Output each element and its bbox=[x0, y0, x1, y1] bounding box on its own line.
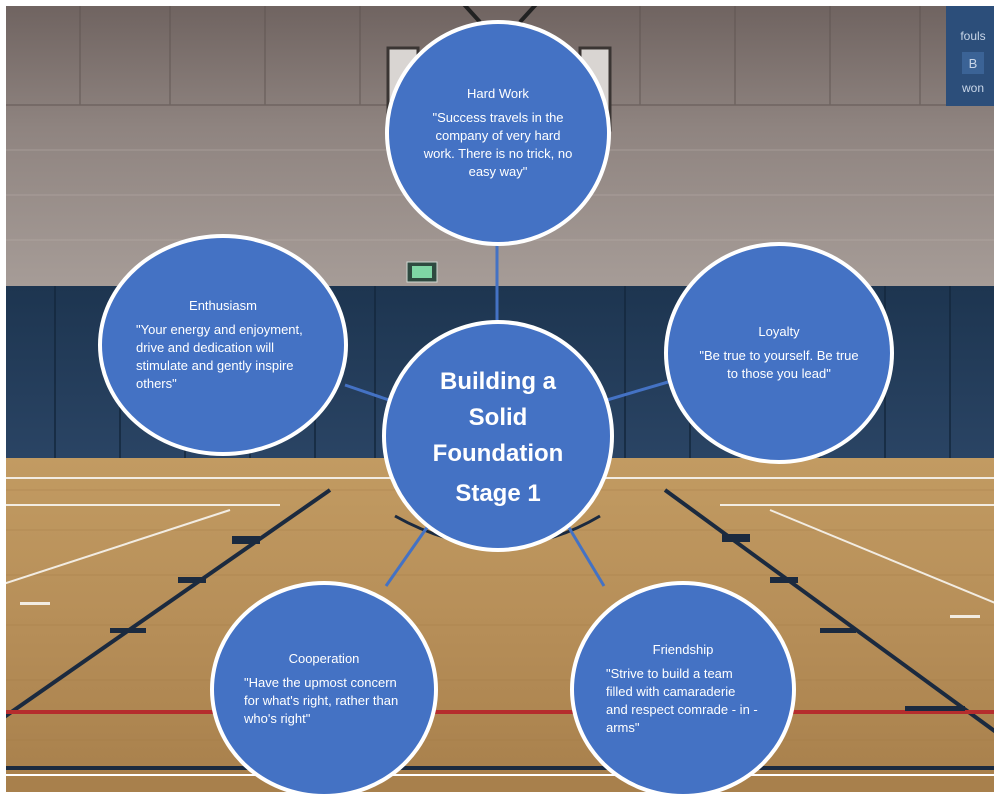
node-enthusiasm-quote: "Your energy and enjoyment, drive and de… bbox=[136, 321, 303, 391]
scoreboard-text-won: won bbox=[961, 81, 984, 95]
scoreboard: fouls B won bbox=[946, 6, 1000, 106]
node-friendship: Friendship "Strive to build a team fille… bbox=[570, 581, 796, 798]
node-hard-work-quote: "Success travels in the company of very … bbox=[423, 109, 573, 179]
connector-cooperation bbox=[384, 525, 430, 587]
node-cooperation-title: Cooperation bbox=[288, 651, 360, 666]
court-lines bbox=[0, 477, 1000, 776]
node-cooperation-quote: "Have the upmost concern for what's righ… bbox=[244, 675, 399, 726]
connector-lines bbox=[344, 244, 669, 587]
center-title: Building a Solid Foundation bbox=[432, 368, 564, 467]
connector-friendship bbox=[566, 525, 606, 587]
connector-enthusiasm bbox=[344, 383, 390, 402]
node-hard-work: Hard Work "Success travels in the compan… bbox=[385, 20, 611, 246]
node-enthusiasm-title: Enthusiasm bbox=[189, 297, 257, 313]
node-cooperation: Cooperation "Have the upmost concern for… bbox=[210, 581, 438, 798]
node-enthusiasm: Enthusiasm "Your energy and enjoyment, d… bbox=[98, 234, 348, 456]
node-friendship-quote: "Strive to build a team filled with cama… bbox=[606, 666, 758, 735]
connector-loyalty bbox=[606, 380, 669, 402]
node-hard-work-title: Hard Work bbox=[467, 85, 529, 101]
node-loyalty-quote: "Be true to yourself. Be true to those y… bbox=[699, 347, 859, 381]
scoreboard-letter: B bbox=[969, 56, 978, 71]
scoreboard-text-fouls: fouls bbox=[960, 29, 985, 43]
center-node: Building a Solid Foundation Stage 1 bbox=[382, 320, 614, 552]
node-loyalty-title: Loyalty bbox=[758, 323, 800, 339]
center-subtitle: Stage 1 bbox=[455, 480, 541, 507]
node-friendship-title: Friendship bbox=[652, 642, 714, 657]
node-loyalty: Loyalty "Be true to yourself. Be true to… bbox=[664, 242, 894, 464]
